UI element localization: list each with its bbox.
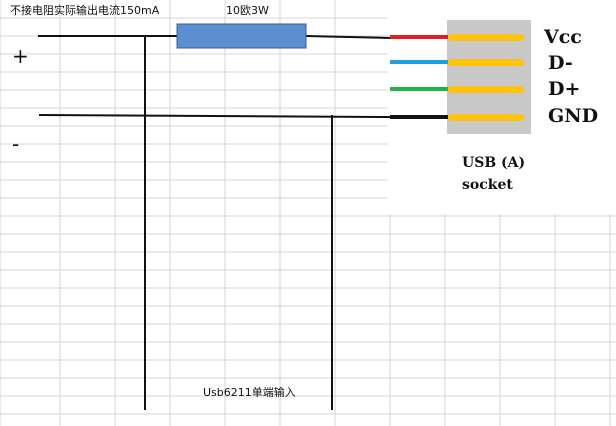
negative-wire <box>38 114 391 118</box>
pin-label-d-plus: D+ <box>548 78 581 100</box>
positive-wire-to-vcc <box>305 35 391 39</box>
minus-sign: - <box>12 132 20 156</box>
plus-sign: + <box>12 44 29 68</box>
vcc-pin <box>448 34 524 41</box>
resistor-label: 10欧3W <box>226 4 269 17</box>
pin-label-gnd: GND <box>548 105 599 127</box>
usb-socket-label-line2: socket <box>462 177 513 193</box>
pin-label-vcc: Vcc <box>544 26 582 48</box>
gnd-pin <box>448 114 524 121</box>
d-minus-pin <box>448 59 524 66</box>
usb6211-input-label: Usb6211单端输入 <box>203 386 296 399</box>
current-note: 不接电阻实际输出电流150mA <box>10 4 160 17</box>
d-plus-pin <box>448 86 524 93</box>
pin-label-d-minus: D- <box>548 52 573 74</box>
resistor <box>176 23 307 49</box>
usb-socket-label-line1: USB (A) <box>462 155 526 171</box>
